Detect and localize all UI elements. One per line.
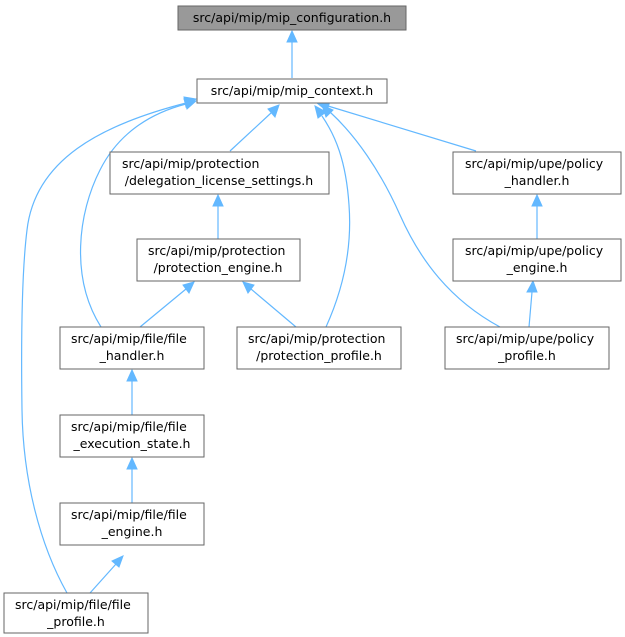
node-label-line-2: /protection_engine.h [154,260,283,275]
node-box [196,78,388,104]
arrowhead [111,555,124,568]
node-policy-engine[interactable]: src/api/mip/upe/policy _engine.h [452,238,622,282]
edge-protection-profile-to-mip-context [321,115,351,328]
node-label-line-1: src/api/mip/file/file [71,419,187,434]
node-box [236,326,402,370]
node-mip-context[interactable]: src/api/mip/mip_context.h [196,78,388,104]
node-label: src/api/mip/mip_configuration.h [193,10,391,25]
arrowhead [526,279,538,293]
node-box [452,151,622,195]
edge-file-handler-to-mip-context [80,103,187,328]
node-label-line-1: src/api/mip/file/file [15,597,131,612]
node-label-line-2: _handler.h [504,173,570,188]
edges [21,29,543,594]
edge-file-profile-to-mip-context [21,102,187,594]
node-box [59,414,205,458]
node-label-line-1: src/api/mip/upe/policy [465,243,604,258]
arrowhead [267,104,280,118]
node-box [136,238,301,282]
node-label-line-1: src/api/mip/protection [122,156,259,171]
edge-policy-handler-to-mip-context [327,105,477,152]
node-label-line-1: src/api/mip/upe/policy [465,156,604,171]
node-label-line-1: src/api/mip/protection [248,331,385,346]
node-label-line-2: _execution_state.h [73,436,191,451]
arrowhead [314,105,327,119]
nodes: src/api/mip/mip_configuration.h src/api/… [3,5,622,634]
node-box [452,238,622,282]
edge-delegation-license-settings-to-mip-context [229,112,272,152]
arrowhead [242,281,255,294]
node-file-execution-state[interactable]: src/api/mip/file/file _execution_state.h [59,414,205,458]
edge-policy-profile-to-policy-engine [528,291,533,328]
node-label-line-1: src/api/mip/file/file [71,331,187,346]
edge-file-profile-to-file-engine [89,563,117,594]
arrowhead [212,193,224,207]
node-box [444,326,610,370]
node-box [109,151,330,195]
node-policy-handler[interactable]: src/api/mip/upe/policy _handler.h [452,151,622,195]
node-protection-profile[interactable]: src/api/mip/protection /protection_profi… [236,326,402,370]
node-file-engine[interactable]: src/api/mip/file/file _engine.h [59,502,205,546]
node-file-profile[interactable]: src/api/mip/file/file _profile.h [3,592,149,634]
arrowhead [321,104,334,118]
node-delegation-license-settings[interactable]: src/api/mip/protection /delegation_licen… [109,151,330,195]
node-label-line-1: src/api/mip/upe/policy [456,331,595,346]
node-box [59,326,205,370]
arrowhead [531,193,543,207]
node-policy-profile[interactable]: src/api/mip/upe/policy _profile.h [444,326,610,370]
node-mip-configuration[interactable]: src/api/mip/mip_configuration.h [177,5,407,31]
arrowhead [183,96,198,108]
node-label-line-1: src/api/mip/file/file [71,507,187,522]
node-file-handler[interactable]: src/api/mip/file/file _handler.h [59,326,205,370]
arrowhead [286,29,298,43]
node-box [59,502,205,546]
edge-file-handler-to-protection-engine [139,288,187,328]
node-box [3,592,149,634]
node-label-line-2: _handler.h [99,348,165,363]
node-label-line-2: _engine.h [506,260,568,275]
edge-protection-profile-to-protection-engine [250,288,297,328]
arrowhead [126,368,138,382]
node-label-line-2: _profile.h [497,348,556,363]
node-label-line-2: _profile.h [46,614,105,629]
node-box [177,5,407,31]
arrowhead [182,281,195,294]
edge-policy-profile-to-mip-context [329,111,501,328]
node-label-line-2: _engine.h [101,524,163,539]
node-protection-engine[interactable]: src/api/mip/protection /protection_engin… [136,238,301,282]
node-label: src/api/mip/mip_context.h [211,83,373,98]
node-label-line-2: /protection_profile.h [256,348,382,363]
node-label-line-1: src/api/mip/protection [148,243,285,258]
node-label-line-2: /delegation_license_settings.h [125,173,313,188]
arrowhead [126,456,138,470]
